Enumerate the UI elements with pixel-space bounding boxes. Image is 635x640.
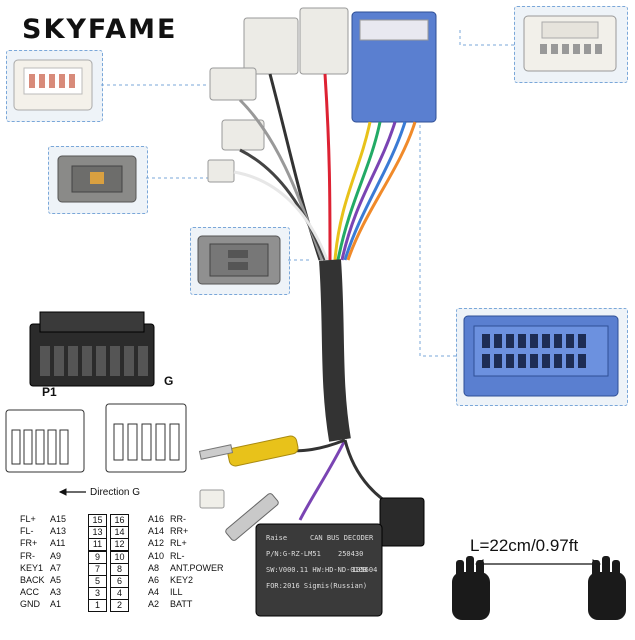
- pin-right-number: A14: [148, 526, 165, 537]
- pin-left-signal: BACK: [20, 575, 45, 585]
- pin-left-signal: GND: [20, 599, 40, 610]
- pin-box-b: 2: [110, 599, 129, 613]
- p1-line-drawing: [5, 409, 85, 473]
- top-right-connector: [523, 15, 617, 72]
- pin-box-b: 6: [110, 575, 129, 588]
- leader-line-blue: [410, 119, 456, 357]
- pin-box-a: 3: [88, 587, 107, 601]
- pin-right-number: A4: [148, 587, 160, 598]
- pin-right-signal: KEY2: [170, 575, 194, 585]
- rca-plug: [198, 435, 299, 467]
- pin-box-b: 14: [110, 526, 129, 540]
- pin-left-signal: FL+: [20, 514, 36, 524]
- pin-right-number: A8: [148, 562, 160, 573]
- pin-box-a: 1: [88, 599, 107, 613]
- p1-label: P1: [42, 385, 57, 399]
- pinch-hand-left-icon: [452, 556, 490, 620]
- pin-left-signal: KEY1: [20, 562, 44, 573]
- grey-connector-large: [197, 235, 281, 285]
- pin-right-signal: RR+: [170, 526, 189, 537]
- brand-logo: SKYFAME: [22, 14, 178, 45]
- can-bus-decoder: Raise CAN BUS DECODER P/N:G-RZ-LM51 2504…: [255, 523, 383, 617]
- pin-box-a: 5: [88, 575, 107, 588]
- length-arrow-icon: [474, 559, 602, 569]
- decoder-title: CAN BUS DECODER: [310, 534, 374, 542]
- decoder-vehicle: FOR:2016 Sigmis(Russian): [266, 582, 367, 590]
- g-line-drawing: [105, 403, 187, 473]
- pinch-hand-right-icon: [588, 556, 626, 620]
- pin-box-a: 7: [88, 562, 107, 576]
- harness-white-plugs: [207, 7, 349, 183]
- pin-box-b: 16: [110, 514, 129, 527]
- leader-line-top-right: [459, 30, 514, 46]
- antenna-plug: [225, 493, 279, 541]
- direction-arrow-icon: [58, 488, 86, 496]
- pin-box-b: 8: [110, 562, 129, 576]
- pin-box-a: 9: [88, 550, 107, 564]
- pin-left-signal: FL-: [20, 526, 34, 537]
- blue-connector-detail: [463, 315, 619, 397]
- pin-left-signal: FR-: [20, 550, 35, 561]
- pin-right-number: A10: [148, 550, 165, 561]
- decoder-code: 250430: [338, 550, 363, 558]
- p1-connector-black: [29, 311, 155, 387]
- pin-left-number: A15: [50, 514, 67, 524]
- pin-right-number: A6: [148, 575, 160, 585]
- white-connector: [13, 59, 93, 111]
- pin-box-a: 13: [88, 526, 107, 540]
- pin-box-b: 12: [110, 538, 129, 552]
- pin-box-b: 10: [110, 550, 129, 564]
- pin-right-signal: RR-: [170, 514, 186, 524]
- pin-left-number: A11: [50, 538, 66, 549]
- g-label: G: [164, 374, 174, 388]
- pin-right-signal: ANT.POWER: [170, 562, 224, 573]
- pin-right-signal: RL+: [170, 538, 187, 549]
- decoder-model: P/N:G-RZ-LM51: [266, 550, 321, 558]
- pin-left-number: A1: [50, 599, 62, 610]
- pin-right-number: A12: [148, 538, 165, 549]
- pin-left-number: A7: [50, 562, 62, 573]
- pin-right-signal: RL-: [170, 550, 185, 561]
- pin-left-signal: FR+: [20, 538, 38, 549]
- decoder-brand: Raise: [266, 534, 287, 542]
- grey-connector-small: [57, 155, 137, 203]
- harness-blue-connector: [351, 11, 437, 123]
- pin-right-number: A16: [148, 514, 165, 524]
- pin-right-signal: BATT: [170, 599, 193, 610]
- small-white-plug: [199, 489, 225, 509]
- pin-right-number: A2: [148, 599, 160, 610]
- pin-left-number: A5: [50, 575, 62, 585]
- wire-bundle: [233, 73, 417, 521]
- pin-box-a: 15: [88, 514, 107, 527]
- pin-right-signal: ILL: [170, 587, 183, 598]
- direction-label: Direction G: [90, 487, 141, 498]
- pin-left-number: A3: [50, 587, 62, 598]
- length-label: L=22cm/0.97ft: [470, 536, 579, 555]
- black-plug: [379, 497, 425, 547]
- decoder-serial: 105604: [352, 566, 377, 574]
- pin-box-a: 11: [88, 538, 107, 552]
- pin-left-signal: ACC: [20, 587, 40, 598]
- pin-box-b: 4: [110, 587, 129, 601]
- pin-left-number: A9: [50, 550, 62, 561]
- pin-left-number: A13: [50, 526, 67, 537]
- decoder-sw: SW:V000.11 HW:HD-ND-010B: [266, 566, 367, 574]
